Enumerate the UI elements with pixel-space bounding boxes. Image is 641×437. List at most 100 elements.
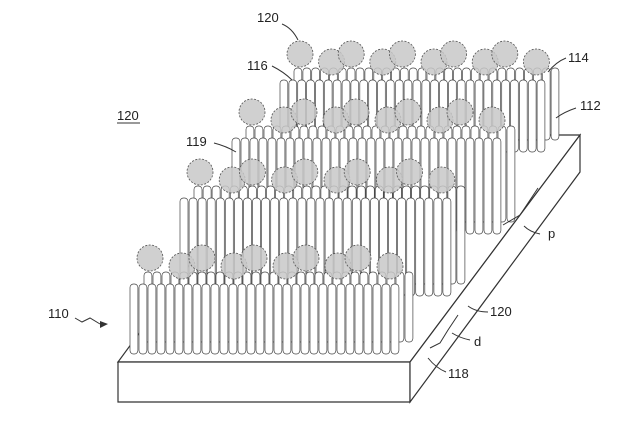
nanopillar xyxy=(282,283,292,355)
particle xyxy=(342,98,370,126)
nanopillar xyxy=(390,283,400,355)
label-120-top: 120 xyxy=(257,10,279,25)
spacing-bracket-d xyxy=(429,314,459,349)
nanopillar xyxy=(336,283,346,355)
nanopillar xyxy=(465,137,475,235)
pillar-row xyxy=(129,244,414,355)
nanopillar xyxy=(300,283,310,355)
nanopillar xyxy=(442,197,452,297)
nanopillar xyxy=(536,79,546,153)
nanopillar xyxy=(372,283,382,355)
nanopillar xyxy=(147,283,157,355)
particle xyxy=(337,40,365,68)
particle xyxy=(344,244,372,272)
nanopillar xyxy=(318,283,328,355)
nanopillar xyxy=(527,79,537,153)
substrate-front-face xyxy=(117,361,411,403)
label-116: 116 xyxy=(247,58,268,73)
nanopillar xyxy=(433,197,443,297)
leader-114 xyxy=(547,57,567,73)
label-d: d xyxy=(474,334,481,349)
particle xyxy=(188,244,216,272)
nanopillar xyxy=(474,137,484,235)
nanopillar xyxy=(415,197,425,297)
particle xyxy=(240,244,268,272)
pitch-bracket-p xyxy=(502,187,539,226)
particle xyxy=(292,244,320,272)
nanopillar xyxy=(192,283,202,355)
nanopillar xyxy=(327,283,337,355)
label-114: 114 xyxy=(568,50,589,65)
particle xyxy=(523,48,550,76)
label-120-left: 120 xyxy=(117,108,139,123)
nanopillar xyxy=(210,283,220,355)
nanopillar xyxy=(483,137,493,235)
nanopillar xyxy=(273,283,283,355)
nanopillar xyxy=(264,283,274,355)
nanopillar xyxy=(354,283,364,355)
particle xyxy=(286,40,314,68)
particle xyxy=(238,158,266,186)
nanopillar xyxy=(228,283,238,355)
leader-112 xyxy=(555,107,577,119)
nanopillar xyxy=(506,125,516,223)
nanopillar xyxy=(550,67,560,141)
nanopillar xyxy=(255,283,265,355)
particle xyxy=(428,166,456,194)
label-p: p xyxy=(548,226,555,241)
leader-120-top xyxy=(281,23,299,41)
particle xyxy=(136,244,164,272)
leader-118 xyxy=(427,357,447,373)
arrow-110 xyxy=(100,321,108,328)
nanopillar xyxy=(519,79,528,153)
particle xyxy=(290,98,318,126)
leader-110 xyxy=(74,317,101,325)
nanopillar xyxy=(456,185,466,285)
nanopillar xyxy=(138,283,148,355)
nanopillar xyxy=(309,283,319,355)
leader-d xyxy=(451,332,471,341)
particle xyxy=(491,40,519,68)
leader-120-right xyxy=(467,305,489,313)
particle xyxy=(446,98,474,126)
leader-lines xyxy=(74,23,577,373)
particle xyxy=(238,98,266,126)
particle xyxy=(440,40,468,68)
nanopillar xyxy=(363,283,373,355)
particle xyxy=(394,98,422,126)
nanopillar xyxy=(345,283,355,355)
nanopillar xyxy=(201,283,211,355)
particle xyxy=(376,252,404,280)
leader-p xyxy=(523,225,541,235)
particle xyxy=(396,158,424,186)
pillar-row xyxy=(179,158,466,297)
nanopillar xyxy=(246,283,256,355)
particle xyxy=(291,158,319,186)
label-112: 112 xyxy=(580,98,601,113)
particle xyxy=(186,158,214,186)
nanopillar xyxy=(381,283,391,355)
nanopillar xyxy=(183,283,193,355)
nanopillar xyxy=(291,283,301,355)
label-119: 119 xyxy=(186,134,207,149)
nanopillar xyxy=(492,137,502,235)
nanopillar xyxy=(424,197,434,297)
nanopillar xyxy=(237,283,247,355)
label-120-right: 120 xyxy=(490,304,512,319)
particle xyxy=(388,40,416,68)
particle xyxy=(343,158,371,186)
label-110: 110 xyxy=(48,306,69,321)
nanopillar xyxy=(404,271,414,343)
leader-119 xyxy=(213,142,237,153)
nanopillar xyxy=(174,283,184,355)
particle xyxy=(478,106,506,134)
nanopillar xyxy=(165,283,175,355)
nanopillar xyxy=(156,283,166,355)
label-118: 118 xyxy=(448,366,469,381)
pillar-rows xyxy=(129,40,560,355)
leader-116 xyxy=(271,65,293,81)
nanopillar xyxy=(219,283,229,355)
nanopillar xyxy=(129,283,139,355)
